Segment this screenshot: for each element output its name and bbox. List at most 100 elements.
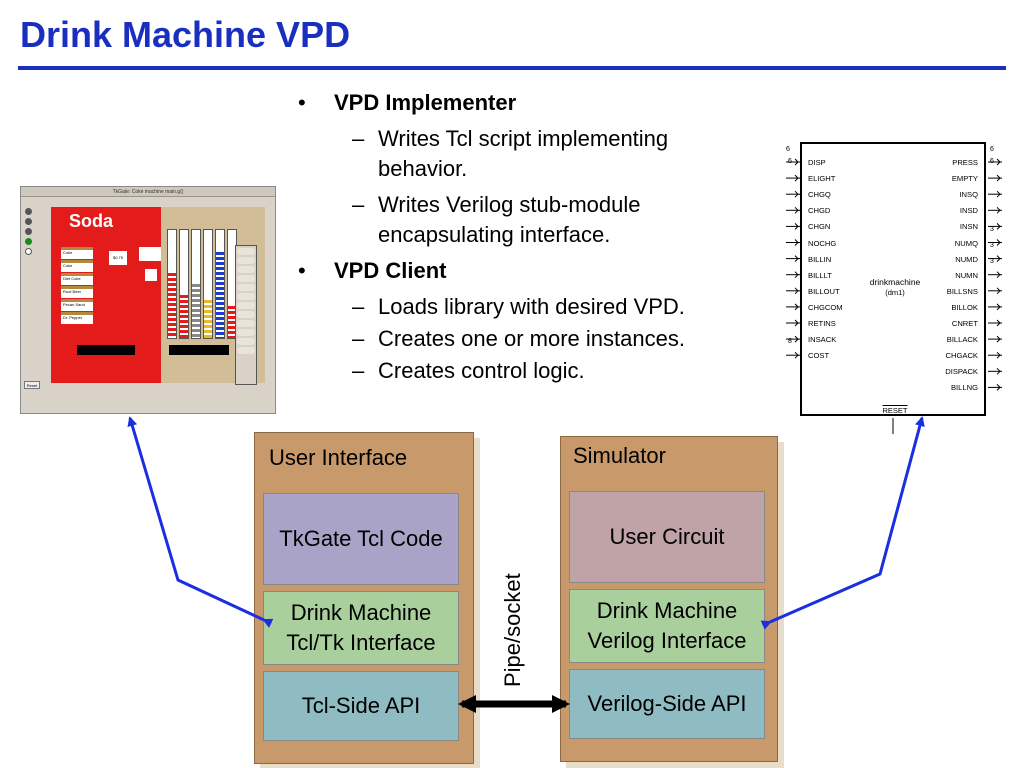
bullet-vpd-client: • VPD Client xyxy=(292,256,762,286)
pin-label-right: NUMN xyxy=(955,270,978,280)
pin-label-right: BILLOK xyxy=(951,302,978,312)
bus-width-label: 6 xyxy=(786,146,790,153)
drinkmachine-module: drinkmachine (dm1) RESET DISP ELIGHT CHGQ C… xyxy=(800,142,986,416)
pin-label-left: CHGD xyxy=(808,206,831,216)
pin-label-left: ELIGHT xyxy=(808,174,836,184)
drink-button[interactable]: Diet Coke xyxy=(61,273,93,285)
user-interface-panel: User Interface TkGate Tcl Code Drink Mac… xyxy=(254,432,474,764)
bullet-label: VPD Client xyxy=(334,258,447,283)
right-link-arrow xyxy=(760,416,925,630)
pin-label-right: CNRET xyxy=(951,319,978,328)
pin-label-left: INSACK xyxy=(808,335,837,345)
drink-button[interactable]: Root Beer xyxy=(61,286,93,298)
sub-bullet-text: Creates control logic. xyxy=(378,358,585,383)
pin-label-right: BILLACK xyxy=(946,335,978,345)
module-name: drinkmachine xyxy=(869,277,921,287)
left-link-arrow xyxy=(127,416,274,628)
tcl-tk-interface-box: Drink Machine Tcl/Tk Interface xyxy=(263,591,459,665)
led-icon xyxy=(25,238,32,245)
title-divider xyxy=(18,66,1006,70)
bus-width-label: 6 xyxy=(788,158,792,165)
pin-label-left: BILLIN xyxy=(808,254,832,264)
simulator-panel: Simulator User Circuit Drink Machine Ver… xyxy=(560,436,778,762)
dash-icon: – xyxy=(352,192,365,217)
pin-label-right: EMPTY xyxy=(951,174,978,184)
tkgate-tcl-code-box: TkGate Tcl Code xyxy=(263,493,459,585)
bill-slot[interactable] xyxy=(139,247,167,261)
pin-label-left: CHGN xyxy=(808,222,831,232)
bus-width-label: 6 xyxy=(990,158,994,165)
sub-bullet: – Creates control logic. xyxy=(292,356,762,386)
panel-label: User Interface xyxy=(269,445,408,470)
sub-bullet: – Loads library with desired VPD. xyxy=(292,292,762,322)
pin-label-left: COST xyxy=(808,351,830,361)
window-title: TkGate: Coke machine main.g() xyxy=(21,187,275,197)
coin-return-button[interactable] xyxy=(145,269,157,281)
sub-bullet: – Writes Tcl script implementing behavio… xyxy=(292,124,762,184)
pin-label-right: INSN xyxy=(959,222,978,232)
dash-icon: – xyxy=(352,126,365,151)
pin-label-right: BILLNG xyxy=(950,383,978,393)
pin-label-right: INSQ xyxy=(959,190,978,200)
pin-label-right: CHGACK xyxy=(945,351,979,361)
soda-machine-front: Soda Coke Coke Diet Coke Root Beer Pecan… xyxy=(51,207,173,383)
coin-panel xyxy=(235,245,257,385)
drink-tube xyxy=(203,229,213,339)
bus-width-label: 3 xyxy=(990,242,994,249)
bullet-label: VPD Implementer xyxy=(334,90,517,115)
sub-bullet-text: Writes Tcl script implementing behavior. xyxy=(378,126,669,181)
bus-width-label: 3 xyxy=(990,226,994,233)
internal-slot xyxy=(169,345,229,355)
dash-icon: – xyxy=(352,326,365,351)
tcl-side-api-box: Tcl-Side API xyxy=(263,671,459,741)
price-display: $0.75 xyxy=(109,251,127,265)
sub-bullet: – Creates one or more instances. xyxy=(292,324,762,354)
drink-button[interactable]: Dr. Pepper xyxy=(61,312,93,324)
page-title: Drink Machine VPD xyxy=(20,14,351,55)
reset-pin: RESET xyxy=(882,406,908,415)
panel-label: Simulator xyxy=(573,443,666,468)
pin-label-right: INSD xyxy=(959,206,978,216)
sub-bullet-text: Writes Verilog stub-module encapsulating… xyxy=(378,192,641,247)
bus-width-label: 3 xyxy=(990,258,994,265)
dash-icon: – xyxy=(352,358,365,383)
led-icon xyxy=(25,218,32,225)
led-icon xyxy=(25,228,32,235)
led-icon xyxy=(25,248,32,255)
bullet-dot-icon: • xyxy=(298,258,306,283)
pin-label-left: DISP xyxy=(808,158,826,167)
sub-bullet-text: Loads library with desired VPD. xyxy=(378,294,685,319)
soda-label: Soda xyxy=(69,211,114,231)
pin-label-left: CHGCOM xyxy=(808,302,843,312)
pin-label-left: BILLOUT xyxy=(808,286,840,296)
sub-bullet-text: Creates one or more instances. xyxy=(378,326,685,351)
tkgate-screenshot: TkGate: Coke machine main.g() Soda Coke … xyxy=(20,186,276,414)
bullet-dot-icon: • xyxy=(298,90,306,115)
pin-label-left: NOCHG xyxy=(808,238,837,248)
bus-width-label: 6 xyxy=(990,146,994,153)
bullet-list: • VPD Implementer – Writes Tcl script im… xyxy=(292,86,762,386)
pin-label-left: BILLLT xyxy=(808,270,832,280)
pin-label-right: NUMD xyxy=(955,254,978,264)
drink-button[interactable]: Pecan Sand xyxy=(61,299,93,311)
drink-tube xyxy=(167,229,177,339)
drink-button[interactable]: Coke xyxy=(61,247,93,259)
dispense-slot xyxy=(77,345,135,355)
sub-bullet: – Writes Verilog stub-module encapsulati… xyxy=(292,190,762,250)
pin-label-right: PRESS xyxy=(952,158,978,167)
drink-tube xyxy=(179,229,189,339)
drink-button[interactable]: Coke xyxy=(61,260,93,272)
instance-name: (dm1) xyxy=(885,288,905,297)
led-icon xyxy=(25,208,32,215)
bus-width-label: 8 xyxy=(788,338,792,345)
reset-button[interactable]: Reset xyxy=(24,381,40,389)
led-column xyxy=(25,205,47,258)
drink-tube xyxy=(215,229,225,339)
dash-icon: – xyxy=(352,294,365,319)
pin-label-left: CHGQ xyxy=(808,190,831,200)
drink-tube xyxy=(191,229,201,339)
pin-label-left: RETINS xyxy=(808,319,836,328)
pin-label-right: BILLSNS xyxy=(946,286,978,296)
verilog-side-api-box: Verilog-Side API xyxy=(569,669,765,739)
